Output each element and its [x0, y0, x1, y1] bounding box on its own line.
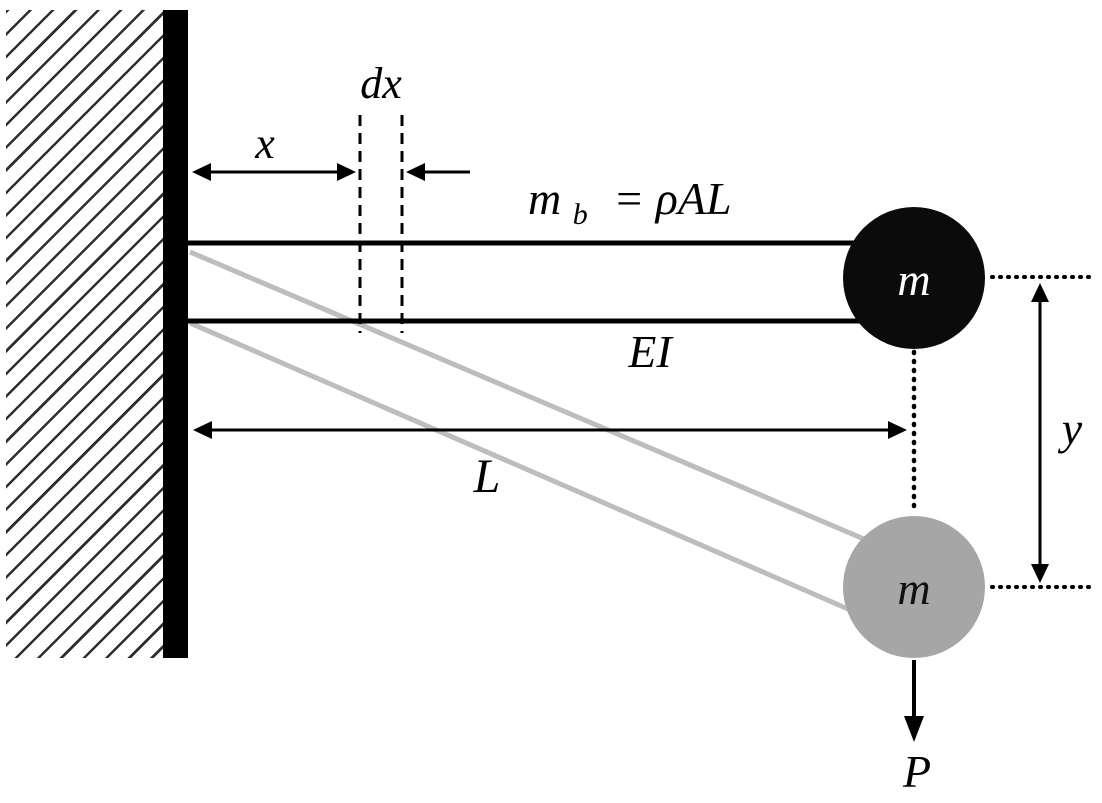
applied-load: P	[902, 660, 931, 797]
x-dimension: x dx	[192, 59, 470, 181]
beam-mass-label: m b = ρAL	[528, 173, 732, 234]
dx-element-markers	[358, 115, 404, 333]
x-dimension-arrowhead-left	[192, 163, 211, 181]
x-dimension-arrowhead-right	[337, 163, 356, 181]
beam-mass-symbol: m	[528, 173, 561, 224]
L-dimension: L	[193, 421, 907, 503]
y-dimension-arrowhead-bottom	[1031, 564, 1049, 583]
fixed-support-face	[163, 10, 188, 658]
y-dimension: y	[1031, 283, 1083, 583]
deflected-tip-mass: m	[843, 516, 985, 658]
deflected-mass-label: m	[897, 563, 930, 614]
deflected-beam	[189, 249, 879, 615]
deflected-mass-circle	[843, 516, 985, 658]
x-dimension-label: x	[254, 119, 275, 168]
tip-mass: m	[843, 207, 985, 349]
load-arrowhead	[904, 716, 924, 742]
deflected-beam-top-edge	[189, 249, 879, 548]
deflected-beam-bottom-edge	[189, 320, 856, 615]
fixed-support-hatch	[6, 10, 164, 658]
load-label: P	[902, 746, 931, 797]
flexural-rigidity-label: EI	[627, 326, 674, 377]
y-dimension-label: y	[1058, 403, 1083, 454]
L-dimension-arrowhead-left	[193, 421, 212, 439]
tip-mass-circle	[843, 207, 985, 349]
y-dimension-arrowhead-top	[1031, 283, 1049, 302]
L-dimension-arrowhead-right	[888, 421, 907, 439]
beam-mass-subscript: b	[573, 198, 588, 231]
dx-dimension-label: dx	[360, 59, 402, 108]
construction-lines	[911, 275, 1094, 589]
dx-offset-arrowhead	[406, 163, 425, 181]
L-dimension-label: L	[473, 450, 501, 503]
beam-mass-equation: = ρAL	[613, 173, 731, 224]
undeflected-beam	[188, 240, 905, 324]
tip-mass-label: m	[897, 254, 930, 305]
